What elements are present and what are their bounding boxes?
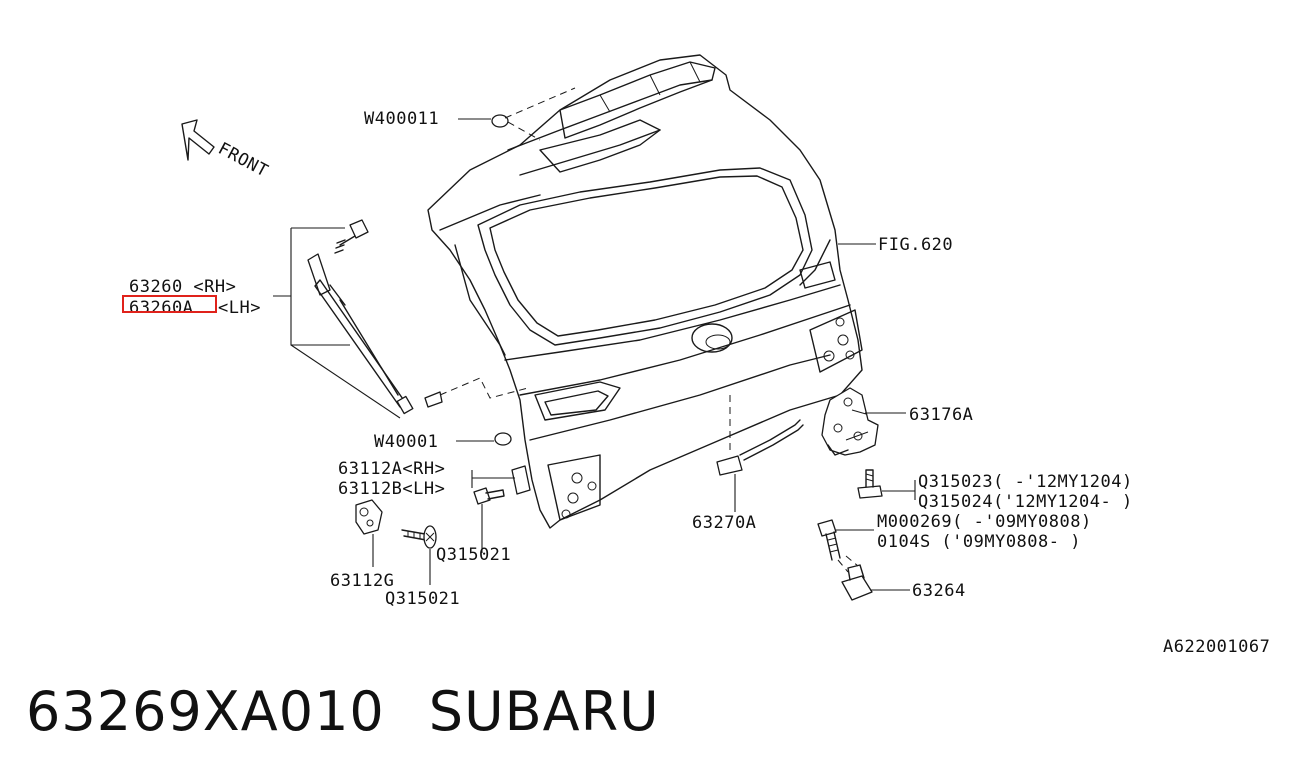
label-0104s: 0104S ('09MY0808- )	[877, 532, 1081, 552]
label-63270a: 63270A	[692, 513, 756, 533]
harness-63270a	[716, 395, 804, 476]
label-63260: 63260 <RH>	[129, 277, 236, 297]
part-number: 63269XA010	[26, 680, 385, 743]
bracket-63112g	[355, 499, 437, 549]
bolt-q315023	[857, 469, 883, 499]
stopper-63112ab	[473, 465, 531, 505]
front-arrow-icon	[181, 119, 215, 161]
latch-assembly	[821, 387, 879, 456]
label-q315021-a: Q315021	[436, 545, 511, 565]
label-63112b: 63112B<LH>	[338, 479, 445, 499]
label-63260a: 63260A	[129, 298, 193, 318]
label-63112g: 63112G	[330, 571, 394, 591]
gas-strut	[307, 219, 529, 415]
highlight-63260a	[122, 295, 217, 313]
grommet-w40001	[494, 432, 512, 446]
label-fig620: FIG.620	[878, 235, 953, 255]
grommet-w400011	[491, 114, 509, 128]
bolt-m000269	[817, 519, 841, 561]
label-q315021-b: Q315021	[385, 589, 460, 609]
label-q315023: Q315023( -'12MY1204)	[918, 472, 1133, 492]
striker-63264	[837, 555, 873, 601]
tailgate-drawing	[427, 54, 863, 529]
figure-code: A622001067	[1163, 637, 1270, 657]
label-w400011: W400011	[364, 109, 439, 129]
label-63176a: 63176A	[909, 405, 973, 425]
front-label: FRONT	[215, 139, 272, 182]
label-q315024: Q315024('12MY1204- )	[918, 492, 1133, 512]
label-63264: 63264	[912, 581, 966, 601]
label-63260a-side: <LH>	[218, 298, 261, 318]
label-m000269: M000269( -'09MY0808)	[877, 512, 1092, 532]
brand-name: SUBARU	[428, 680, 660, 743]
footer-caption: 63269XA010 SUBARU	[26, 680, 660, 743]
label-63112a: 63112A<RH>	[338, 459, 445, 479]
label-w40001: W40001	[374, 432, 438, 452]
